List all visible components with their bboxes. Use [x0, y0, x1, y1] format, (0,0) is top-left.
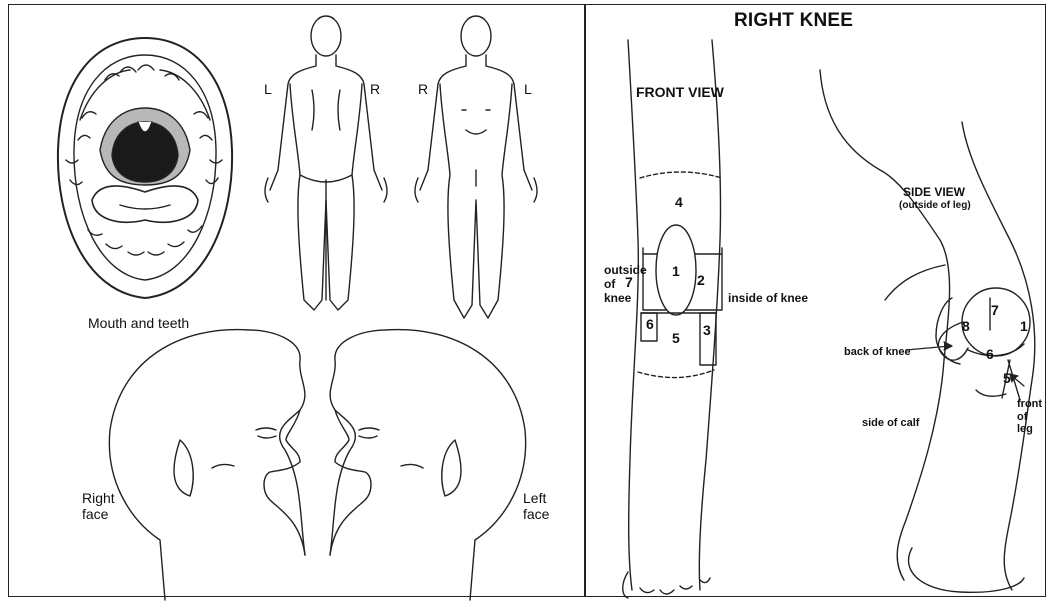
knee-front-view [623, 40, 722, 598]
side-zone-8: 8 [962, 318, 970, 334]
left-face-label: Left face [523, 490, 549, 522]
front-zone-7: 7 [625, 274, 633, 290]
knee-side-view [820, 70, 1035, 592]
side-zone-6: 6 [986, 346, 994, 362]
back-body-right-marker: R [370, 81, 380, 97]
page-title: RIGHT KNEE [734, 10, 853, 32]
front-view-heading: FRONT VIEW [636, 84, 724, 100]
head-right-profile [109, 330, 305, 600]
mouth-illustration [58, 38, 232, 298]
side-of-calf-label: side of calf [862, 417, 919, 430]
front-zone-4: 4 [675, 194, 683, 210]
right-face-label: Right face [82, 490, 115, 522]
front-body-right-marker: R [418, 81, 428, 97]
side-view-subheading: (outside of leg) [899, 200, 971, 212]
back-body-left-marker: L [264, 81, 272, 97]
mouth-label: Mouth and teeth [88, 315, 189, 331]
front-zone-5: 5 [672, 330, 680, 346]
front-body-left-marker: L [524, 81, 532, 97]
side-view-heading: SIDE VIEW [903, 186, 965, 200]
side-zone-7: 7 [991, 302, 999, 318]
head-left-profile [330, 330, 526, 600]
front-zone-3: 3 [703, 322, 711, 338]
front-zone-2: 2 [697, 272, 705, 288]
front-zone-6: 6 [646, 316, 654, 332]
side-zone-1: 1 [1020, 318, 1028, 334]
back-of-knee-label: back of knee [844, 346, 911, 359]
body-back-figure [265, 16, 387, 310]
side-zone-5: 5 [1003, 370, 1011, 386]
front-zone-1: 1 [672, 263, 680, 279]
inside-of-knee-label: inside of knee [728, 292, 808, 306]
front-of-leg-label: front of leg [1017, 398, 1042, 436]
body-front-figure [415, 16, 537, 318]
